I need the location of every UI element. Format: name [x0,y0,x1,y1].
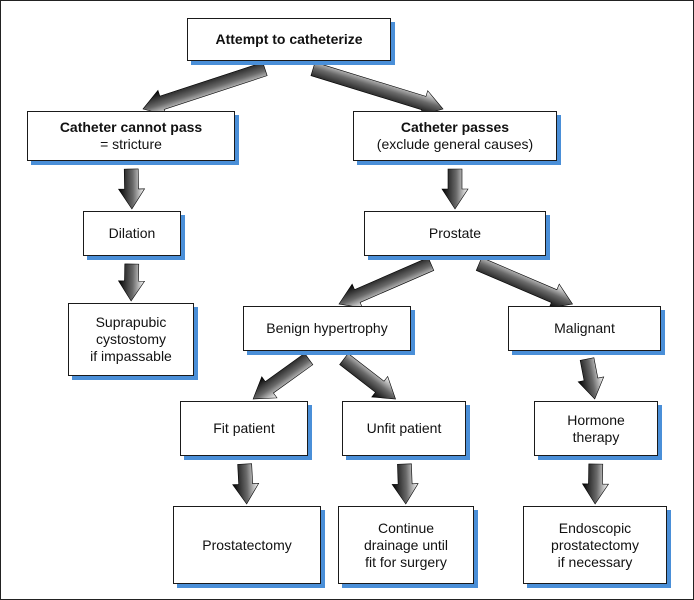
node-continue-drainage: Continue drainage until fit for surgery [338,506,474,584]
node-line: cystostomy [95,331,166,347]
node-prostatectomy: Prostatectomy [173,506,321,584]
node-line: Suprapubic [95,314,167,330]
node-line: Attempt to catheterize [215,31,363,47]
arrow-fit-to-prostatectomy [232,463,260,505]
node-line: (exclude general causes) [376,136,534,152]
arrow-benign-to-unfit [339,353,396,400]
node-line: Fit patient [213,420,275,436]
node-hormone-therapy: Hormone therapy [534,401,658,456]
node-line: Endoscopic [558,519,632,536]
arrow-malignant-to-hormone [577,357,605,400]
node-line: Malignant [554,320,615,336]
node-line: fit for surgery [365,553,447,570]
node-line: Dilation [108,225,156,241]
node-dilation: Dilation [83,211,181,256]
arrow-unfit-to-continue [391,463,419,505]
node-line: Continue [377,519,435,536]
node-attempt-to-catheterize: Attempt to catheterize [187,18,391,61]
node-line: therapy [572,428,620,445]
node-benign-hypertrophy: Benign hypertrophy [243,306,411,351]
node-catheter-cannot-pass: Catheter cannot pass = stricture [27,111,235,161]
arrow-passes-to-prostate [441,168,469,210]
node-line: Catheter passes [400,119,510,135]
node-line: Benign hypertrophy [266,320,388,336]
node-line: = stricture [100,136,162,152]
node-line: if necessary [557,553,633,570]
node-line: Prostate [428,225,482,241]
node-endoscopic-prostatectomy: Endoscopic prostatectomy if necessary [523,506,667,584]
node-fit-patient: Fit patient [180,401,308,456]
arrow-cannot_pass-to-dilation [117,168,146,210]
node-unfit-patient: Unfit patient [342,401,466,456]
node-line: drainage until [363,536,449,553]
node-line: prostatectomy [551,536,639,553]
arrow-benign-to-fit [252,352,314,400]
arrow-prostate-to-benign [338,257,435,309]
node-prostate: Prostate [364,211,546,256]
node-line: Unfit patient [366,420,442,436]
node-line: Catheter cannot pass [59,119,203,135]
node-line: if impassable [90,348,172,364]
arrow-hormone-to-endoscopic [581,463,610,505]
node-malignant: Malignant [508,306,661,351]
node-catheter-passes: Catheter passes (exclude general causes) [353,111,557,161]
arrow-attempt-to-cannot_pass [142,61,268,116]
node-line: Prostatectomy [202,536,292,553]
arrow-dilation-to-suprapubic [117,263,146,302]
node-suprapubic-cystostomy: Suprapubic cystostomy if impassable [68,303,194,376]
node-line: Hormone [567,411,625,428]
